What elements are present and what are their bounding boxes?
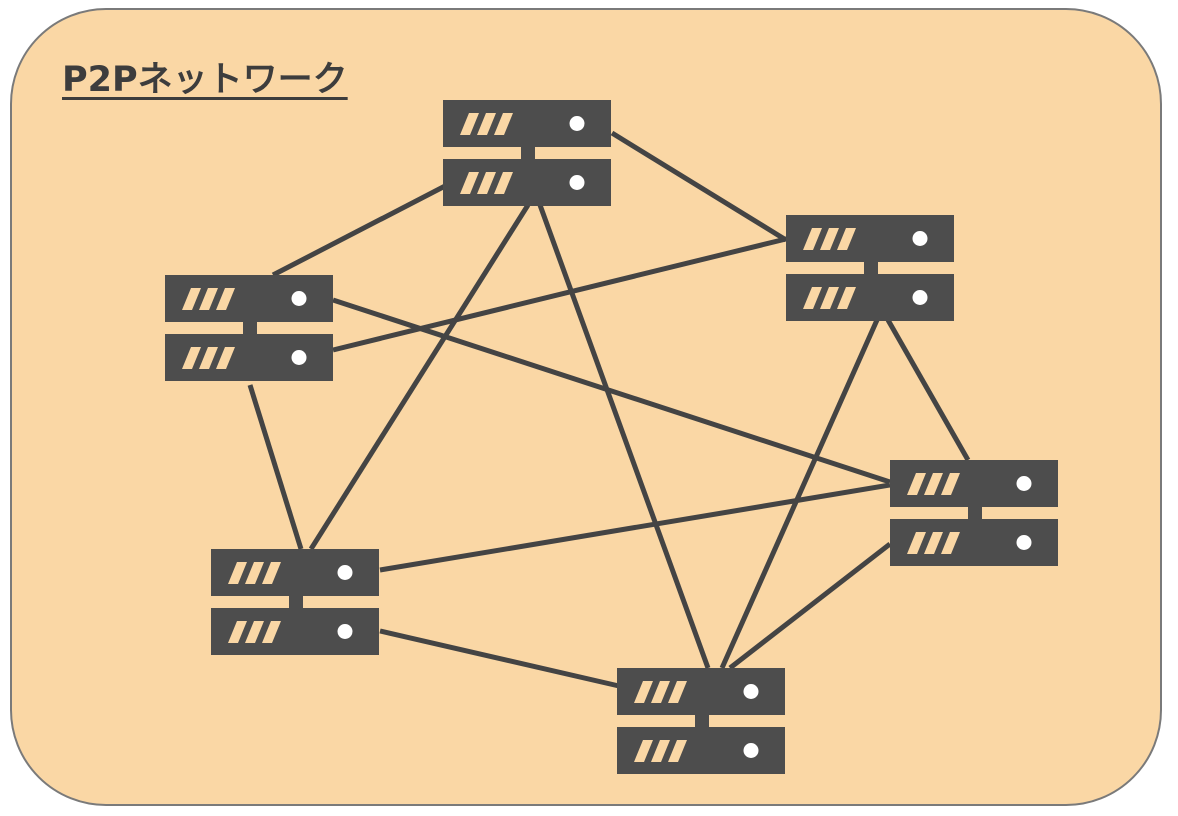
- vent-slash: [494, 113, 513, 135]
- vent-slash: [803, 228, 822, 250]
- link-top-left-upper: [271, 182, 449, 278]
- server-unit-lower: [165, 334, 333, 381]
- vent-slash: [651, 681, 670, 703]
- status-led: [1016, 476, 1032, 491]
- vent-slash: [941, 473, 960, 495]
- status-led: [337, 565, 353, 580]
- vent-slash: [820, 287, 839, 309]
- vent-slash: [668, 681, 687, 703]
- vent-slash: [216, 288, 235, 310]
- server-unit-lower: [890, 519, 1058, 566]
- vent-slash: [477, 172, 496, 194]
- link-left-upper-right-lower: [332, 297, 891, 485]
- link-left-upper-left-lower: [247, 384, 304, 550]
- status-led: [743, 743, 759, 758]
- vent-slash: [668, 740, 687, 762]
- vent-slash: [924, 532, 943, 554]
- vent-slash: [228, 621, 247, 643]
- vent-slash: [941, 532, 960, 554]
- diagram-title: P2Pネットワーク: [62, 60, 348, 100]
- vent-slash: [182, 288, 201, 310]
- server-connector: [289, 596, 303, 608]
- server-icon-right-upper: [786, 215, 954, 321]
- vent-slash: [634, 681, 653, 703]
- vent-slash: [907, 473, 926, 495]
- server-icon-left-lower: [211, 549, 379, 655]
- server-connector: [243, 322, 257, 334]
- vent-slash: [634, 740, 653, 762]
- vent-slash: [199, 347, 218, 369]
- link-top-right-upper: [610, 130, 788, 243]
- link-left-lower-right-lower: [379, 482, 891, 573]
- vent-slash: [907, 532, 926, 554]
- status-led: [743, 684, 759, 699]
- server-unit-lower: [443, 159, 611, 206]
- server-connector: [521, 147, 535, 159]
- vent-slash: [262, 621, 281, 643]
- vent-slash: [199, 288, 218, 310]
- status-led: [912, 290, 928, 305]
- link-top-bottom: [537, 204, 711, 669]
- status-led: [1016, 535, 1032, 550]
- link-top-left-lower: [308, 203, 531, 551]
- vent-slash: [460, 172, 479, 194]
- vent-slash: [245, 621, 264, 643]
- vent-slash: [837, 287, 856, 309]
- vent-slash: [820, 228, 839, 250]
- vent-slash: [803, 287, 822, 309]
- server-connector: [864, 262, 878, 274]
- status-led: [337, 624, 353, 639]
- vent-slash: [245, 562, 264, 584]
- vent-slash: [182, 347, 201, 369]
- server-connector: [968, 507, 982, 519]
- vent-slash: [477, 113, 496, 135]
- server-icon-bottom: [617, 668, 785, 774]
- status-led: [912, 231, 928, 246]
- links-layer: [247, 130, 971, 689]
- vent-slash: [651, 740, 670, 762]
- nodes-layer: [165, 100, 1058, 774]
- server-unit-lower: [786, 274, 954, 321]
- server-unit-upper: [617, 668, 785, 715]
- vent-slash: [494, 172, 513, 194]
- link-left-lower-bottom: [379, 628, 620, 689]
- server-icon-top: [443, 100, 611, 206]
- status-led: [291, 291, 307, 306]
- server-unit-upper: [165, 275, 333, 322]
- server-icon-left-upper: [165, 275, 333, 381]
- server-icon-right-lower: [890, 460, 1058, 566]
- status-led: [291, 350, 307, 365]
- status-led: [569, 116, 585, 131]
- server-unit-upper: [786, 215, 954, 262]
- vent-slash: [837, 228, 856, 250]
- vent-slash: [216, 347, 235, 369]
- server-unit-lower: [211, 608, 379, 655]
- status-led: [569, 175, 585, 190]
- vent-slash: [924, 473, 943, 495]
- link-right-upper-bottom: [719, 318, 880, 670]
- vent-slash: [460, 113, 479, 135]
- vent-slash: [262, 562, 281, 584]
- server-unit-upper: [890, 460, 1058, 507]
- link-right-lower-bottom: [728, 542, 892, 670]
- server-unit-lower: [617, 727, 785, 774]
- server-connector: [695, 715, 709, 727]
- link-left-upper-right-upper: [332, 235, 791, 353]
- server-unit-upper: [211, 549, 379, 596]
- link-right-upper-right-lower: [885, 318, 971, 462]
- server-unit-upper: [443, 100, 611, 147]
- vent-slash: [228, 562, 247, 584]
